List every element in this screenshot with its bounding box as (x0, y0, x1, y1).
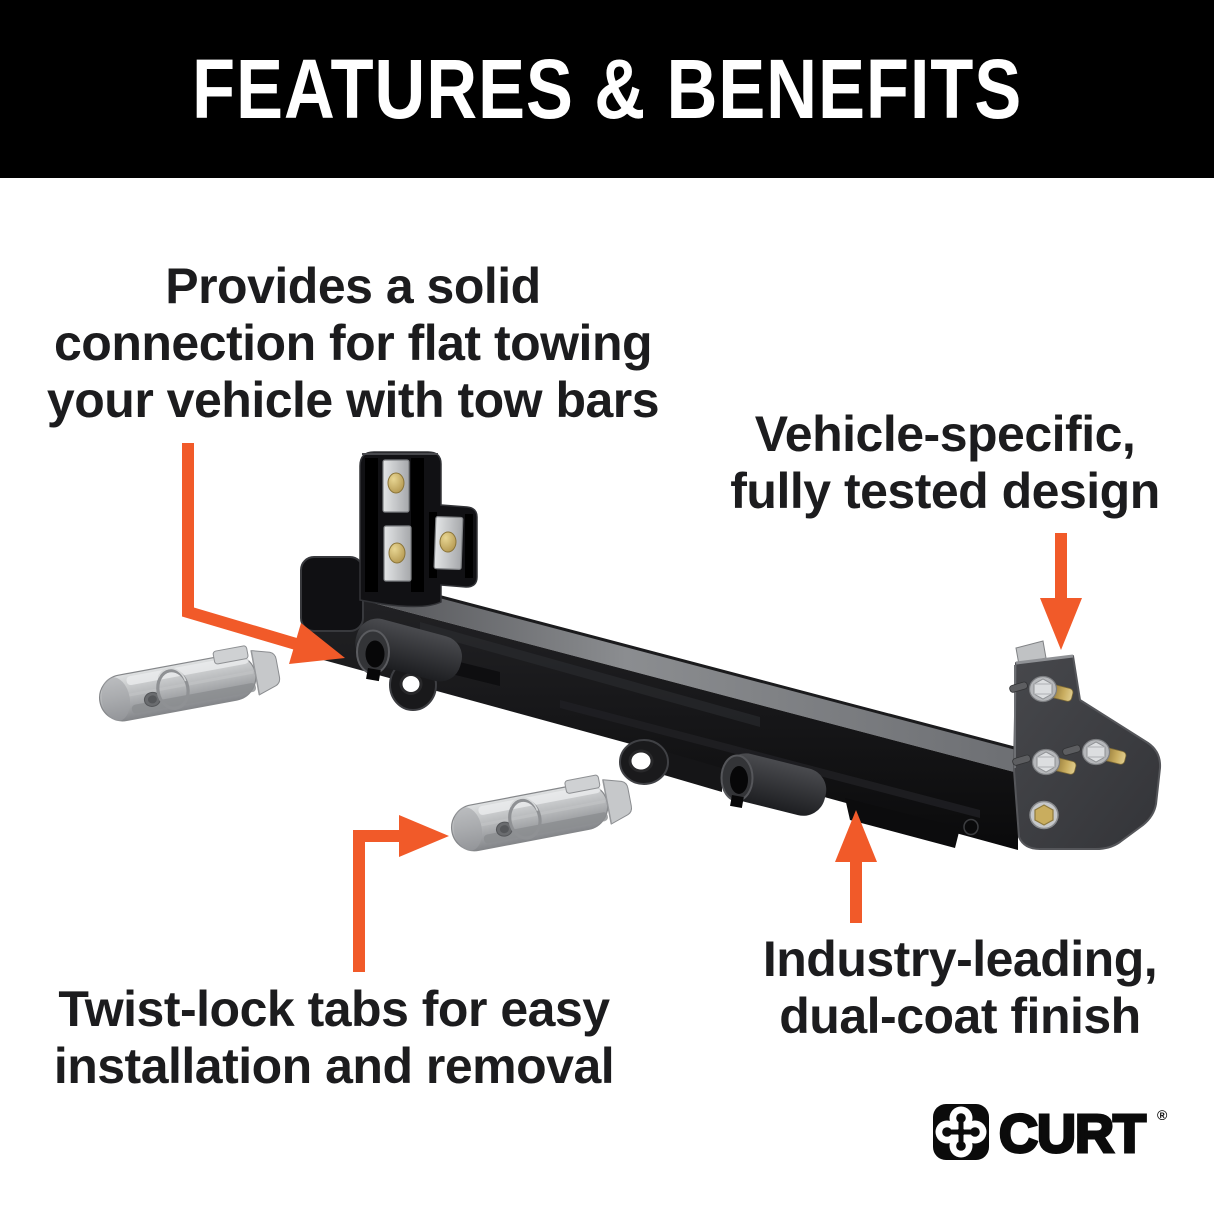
callout-line: Provides a solid (165, 258, 541, 314)
callout-flat-towing: Provides a solid connection for flat tow… (33, 258, 673, 429)
attachment-tab (383, 525, 412, 582)
callout-line: fully tested design (730, 463, 1160, 519)
twist-lock-tab-center (444, 767, 636, 857)
mounting-hole (963, 818, 979, 836)
callout-line: your vehicle with tow bars (46, 372, 660, 428)
bracket-slot (411, 458, 424, 592)
hex-bolt (1029, 800, 1059, 830)
crossbar-front-face (305, 585, 1018, 850)
attachment-tab (433, 516, 464, 571)
bracket-slot (429, 512, 437, 578)
callout-line: connection for flat towing (53, 315, 653, 371)
twist-lock-receiver-right (720, 753, 827, 816)
callout-line: Industry-leading, (762, 931, 1158, 987)
callout-vehicle-specific: Vehicle-specific, fully tested design (685, 406, 1205, 520)
callout-line: Twist-lock tabs for easy (58, 981, 610, 1037)
registered-mark: ® (1157, 1107, 1168, 1123)
brand-wordmark: CURT (999, 1104, 1146, 1164)
curt-logo: CURT ® (933, 1103, 1168, 1166)
arrow-flat-towing (182, 443, 345, 664)
twist-lock-tab-left (93, 638, 284, 727)
callout-line: installation and removal (53, 1038, 615, 1094)
arrow-twist-lock (353, 815, 449, 972)
safety-chain-eyelet (619, 739, 722, 792)
twist-lock-receiver-left (355, 618, 462, 682)
brand-logo: CURT ® (933, 1100, 1173, 1166)
bracket-slot (365, 458, 378, 592)
curt-logo-icon (933, 1104, 989, 1160)
lower-flange (845, 798, 960, 848)
callout-dual-coat: Industry-leading, dual-coat finish (700, 931, 1214, 1045)
crossbar-end-cap (300, 556, 364, 632)
page-title: FEATURES & BENEFITS (191, 41, 1023, 136)
callout-line: Vehicle-specific, (754, 406, 1136, 462)
header-banner: FEATURES & BENEFITS (0, 0, 1214, 178)
side-mounting-plate (1008, 640, 1162, 850)
crossbar-top-face (305, 561, 1018, 773)
front-bracket-plate (359, 451, 478, 608)
arrow-vehicle-specific (1040, 533, 1082, 650)
callout-line: dual-coat finish (779, 988, 1141, 1044)
callout-twist-lock: Twist-lock tabs for easy installation an… (24, 981, 644, 1095)
bracket-slot (465, 514, 473, 578)
attachment-tab (382, 459, 410, 513)
arrow-dual-coat (835, 810, 877, 923)
